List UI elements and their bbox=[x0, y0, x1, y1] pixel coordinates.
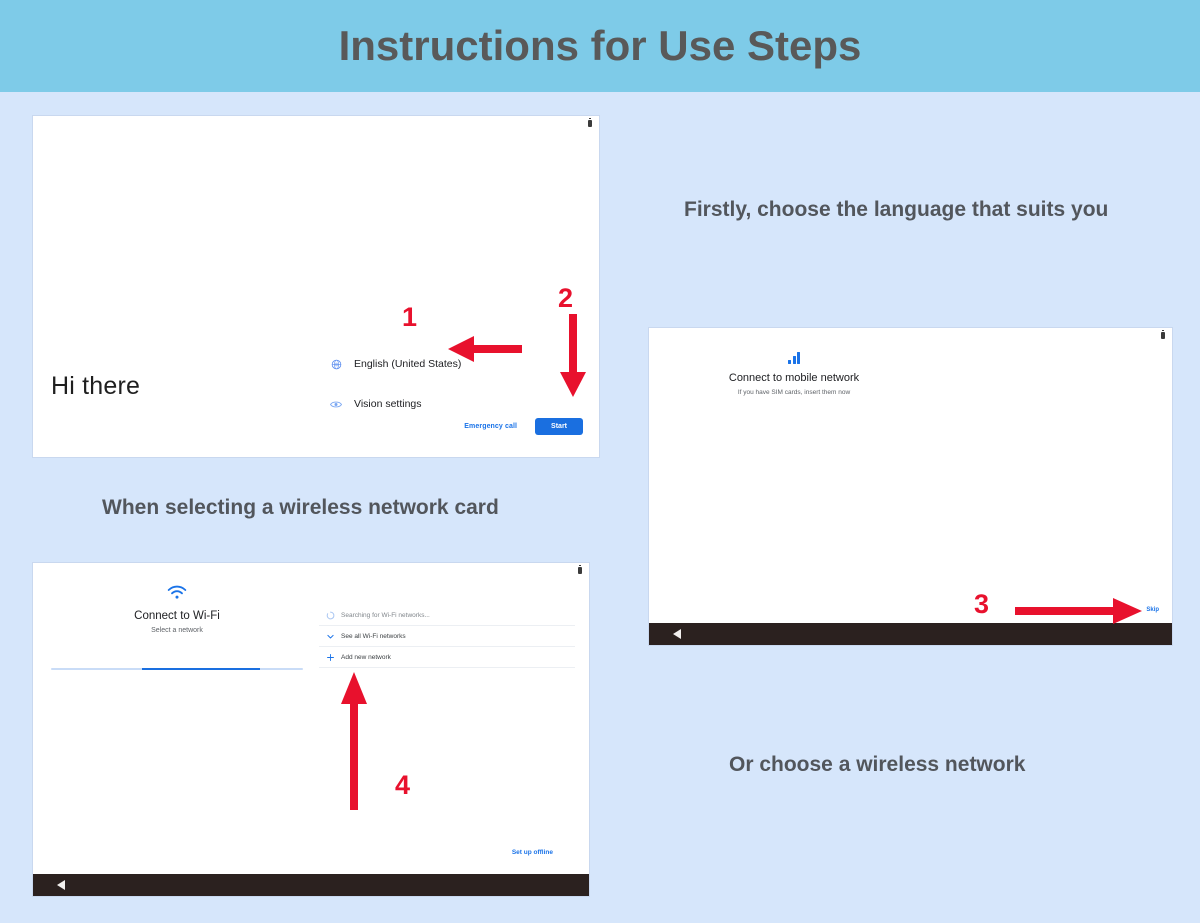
wifi-icon bbox=[167, 585, 187, 600]
device-screenshot-mobile-network: Connect to mobile network If you have SI… bbox=[648, 327, 1173, 646]
emergency-call-link[interactable]: Emergency call bbox=[464, 423, 518, 430]
annotation-number-1: 1 bbox=[402, 302, 418, 332]
annotation-arrow-3-right bbox=[1015, 598, 1142, 624]
chevron-down-icon bbox=[319, 632, 341, 641]
device-screenshot-welcome: Hi there English (United States) bbox=[32, 115, 600, 458]
android-navigation-bar bbox=[33, 874, 589, 896]
wifi-row-add-network[interactable]: Add new network bbox=[319, 647, 575, 668]
battery-icon bbox=[1161, 330, 1165, 339]
vision-settings-row[interactable]: Vision settings bbox=[328, 391, 548, 417]
setup-offline-link[interactable]: Set up offline bbox=[511, 849, 553, 856]
searching-spinner-icon bbox=[319, 611, 341, 620]
mobile-network-subtitle: If you have SIM cards, insert them now bbox=[737, 389, 851, 396]
plus-icon bbox=[319, 653, 341, 662]
annotation-number-2: 2 bbox=[558, 283, 574, 313]
battery-icon bbox=[578, 565, 582, 574]
page-header: Instructions for Use Steps bbox=[0, 0, 1200, 92]
signal-bars-icon bbox=[786, 350, 802, 364]
wifi-progress-fill bbox=[141, 668, 261, 670]
annotation-arrow-1-left bbox=[448, 336, 522, 362]
wifi-row-searching-label: Searching for Wi-Fi networks... bbox=[341, 611, 430, 619]
status-bar bbox=[649, 328, 1172, 342]
annotation-number-4: 4 bbox=[395, 770, 411, 800]
language-option-label: English (United States) bbox=[354, 358, 462, 370]
wifi-row-searching: Searching for Wi-Fi networks... bbox=[319, 605, 575, 626]
vision-settings-label: Vision settings bbox=[354, 398, 422, 410]
language-option-row[interactable]: English (United States) bbox=[328, 351, 548, 377]
wifi-row-add-network-label: Add new network bbox=[341, 653, 391, 661]
annotation-number-3: 3 bbox=[974, 589, 990, 619]
greeting-text: Hi there bbox=[51, 372, 141, 400]
wifi-progress-bar bbox=[51, 668, 303, 670]
page-title: Instructions for Use Steps bbox=[338, 22, 862, 69]
back-triangle-icon[interactable] bbox=[57, 880, 65, 890]
skip-link[interactable]: Skip bbox=[1146, 607, 1159, 613]
wifi-network-list: Searching for Wi-Fi networks... See all … bbox=[319, 605, 575, 668]
status-bar bbox=[33, 116, 599, 130]
back-triangle-icon[interactable] bbox=[673, 629, 681, 639]
start-button[interactable]: Start bbox=[535, 418, 583, 435]
annotation-arrow-2-down bbox=[560, 314, 586, 397]
wifi-title: Connect to Wi-Fi bbox=[134, 610, 220, 622]
mobile-network-title: Connect to mobile network bbox=[728, 372, 860, 384]
caption-wireless-network: Or choose a wireless network bbox=[729, 753, 1026, 776]
mobile-network-header: Connect to mobile network If you have SI… bbox=[649, 350, 939, 396]
vision-eye-icon bbox=[328, 400, 344, 409]
globe-icon bbox=[328, 359, 344, 370]
annotation-arrow-4-up bbox=[341, 672, 367, 810]
wifi-subtitle: Select a network bbox=[151, 627, 203, 634]
welcome-action-bar: Emergency call Start bbox=[464, 418, 583, 435]
caption-language: Firstly, choose the language that suits … bbox=[684, 198, 1109, 221]
status-bar bbox=[33, 563, 589, 577]
wifi-row-see-all-label: See all Wi-Fi networks bbox=[341, 632, 406, 640]
welcome-options-list: English (United States) Vision settings bbox=[328, 351, 548, 431]
caption-wireless-card: When selecting a wireless network card bbox=[102, 496, 499, 519]
battery-icon bbox=[588, 118, 592, 127]
wifi-row-see-all[interactable]: See all Wi-Fi networks bbox=[319, 626, 575, 647]
android-navigation-bar bbox=[649, 623, 1172, 645]
wifi-header: Connect to Wi-Fi Select a network bbox=[33, 585, 321, 634]
device-screenshot-wifi: Connect to Wi-Fi Select a network Search… bbox=[32, 562, 590, 897]
